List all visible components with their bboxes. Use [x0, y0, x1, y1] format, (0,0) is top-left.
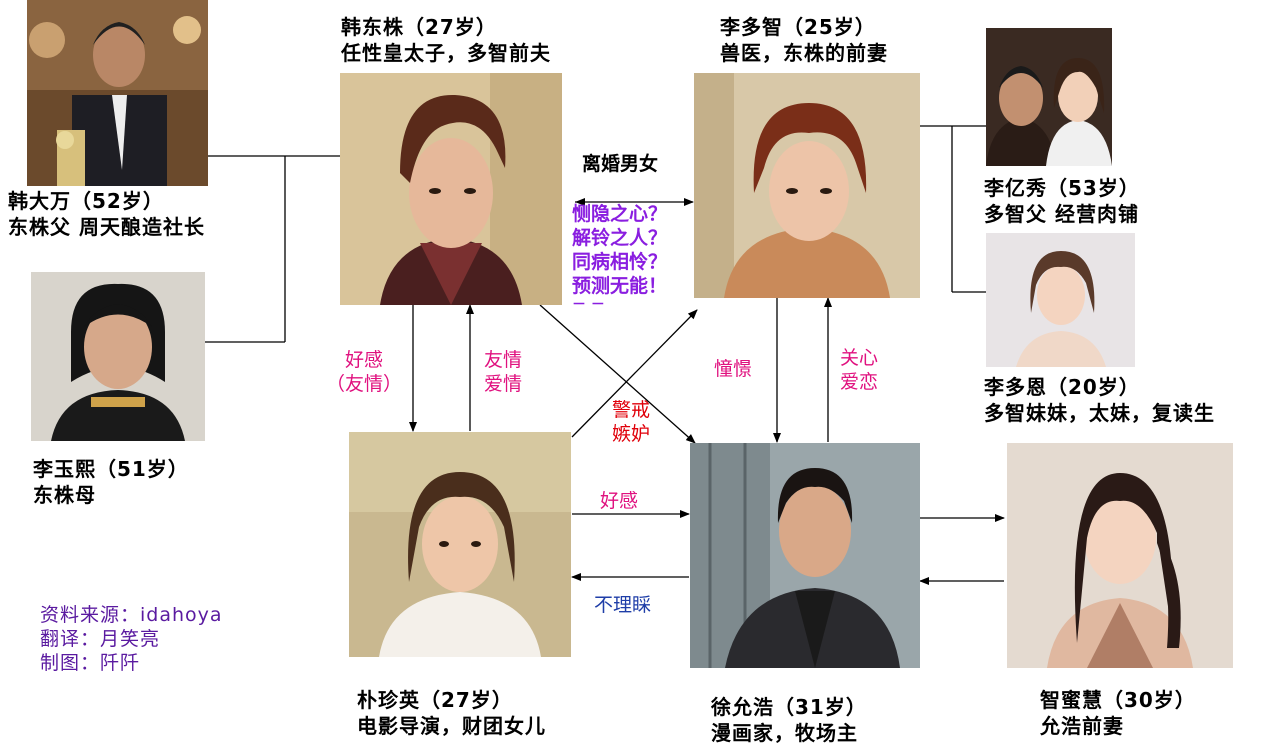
label-friend-love-2: 爱情	[484, 373, 523, 395]
photo-li-duoen	[986, 233, 1135, 367]
caption-li-yuxi: 李玉熙（51岁） 东株母	[33, 456, 189, 508]
label-favor-friend-1: 好感	[345, 349, 384, 371]
caption-zhi-mihui: 智蜜慧（30岁） 允浩前妻	[1040, 687, 1196, 739]
label-q5: － －	[572, 297, 605, 313]
label-favor-friend: 好感 （友情）	[326, 348, 402, 396]
label-care: 关心 爱恋	[840, 346, 878, 394]
desc-li-yixiu: 多智父 经营肉铺	[984, 202, 1139, 226]
label-alert-2: 嫉妒	[612, 423, 651, 445]
photo-piao-zhenying	[349, 432, 571, 657]
label-q4: 预测无能！	[572, 275, 668, 297]
label-q2: 解铃之人？	[572, 227, 668, 249]
credit-translate: 翻译：月笑亮	[40, 628, 161, 650]
name-xu-yunhao: 徐允浩（31岁）	[711, 695, 867, 719]
desc-han-dongzhu: 任性皇太子，多智前夫	[341, 41, 551, 65]
arrow-piao-to-li	[571, 309, 698, 438]
label-ignore: 不理睬	[594, 594, 652, 616]
caption-li-duoen: 李多恩（20岁） 多智妹妹，太妹，复读生	[984, 374, 1215, 426]
caption-han-daman: 韩大万（52岁） 东株父 周天酿造社长	[8, 188, 205, 240]
photo-han-dongzhu	[340, 73, 562, 305]
label-q1: 恻隐之心？	[572, 203, 668, 225]
name-han-dongzhu: 韩东株（27岁）	[341, 15, 497, 39]
desc-li-duoen: 多智妹妹，太妹，复读生	[984, 401, 1215, 425]
desc-li-yuxi: 东株母	[33, 483, 96, 507]
name-li-yixiu: 李亿秀（53岁）	[984, 176, 1140, 200]
label-admire: 憧憬	[714, 358, 753, 380]
name-zhi-mihui: 智蜜慧（30岁）	[1040, 688, 1196, 712]
name-li-duoen: 李多恩（20岁）	[984, 375, 1140, 399]
divorce-arrow-left-head	[575, 198, 585, 206]
label-alert: 警戒 嫉妒	[612, 398, 650, 446]
name-li-duozhi: 李多智（25岁）	[720, 15, 876, 39]
photo-li-yuxi	[31, 272, 205, 441]
desc-piao-zhenying: 电影导演，财团女儿	[357, 714, 546, 738]
credit-source: 资料来源：idahoya	[40, 604, 223, 626]
label-divorce: 离婚男女	[582, 153, 659, 175]
name-li-yuxi: 李玉熙（51岁）	[33, 457, 189, 481]
desc-han-daman: 东株父 周天酿造社长	[8, 215, 205, 239]
caption-li-yixiu: 李亿秀（53岁） 多智父 经营肉铺	[984, 175, 1140, 227]
photo-li-duozhi	[694, 73, 920, 298]
arrow-han-to-xu	[539, 304, 696, 444]
caption-li-duozhi: 李多智（25岁） 兽医，东株的前妻	[720, 14, 888, 66]
caption-han-dongzhu: 韩东株（27岁） 任性皇太子，多智前夫	[341, 14, 551, 66]
label-q3: 同病相怜？	[572, 251, 668, 273]
photo-xu-yunhao	[690, 443, 920, 668]
credit-chart: 制图：阡阡	[40, 652, 141, 674]
label-favor: 好感	[600, 490, 639, 512]
label-care-2: 爱恋	[840, 371, 879, 393]
desc-zhi-mihui: 允浩前妻	[1040, 714, 1124, 738]
caption-xu-yunhao: 徐允浩（31岁） 漫画家，牧场主	[711, 694, 867, 746]
photo-zhi-mihui	[1007, 443, 1233, 668]
label-questions: 恻隐之心？ 解铃之人？ 同病相怜？ 预测无能！ － －	[572, 202, 667, 312]
name-han-daman: 韩大万（52岁）	[8, 189, 164, 213]
label-alert-1: 警戒	[612, 399, 651, 421]
label-friend-love-1: 友情	[484, 349, 523, 371]
label-care-1: 关心	[840, 347, 879, 369]
caption-piao-zhenying: 朴珍英（27岁） 电影导演，财团女儿	[357, 687, 546, 739]
photo-li-yixiu	[986, 28, 1112, 166]
label-favor-friend-2: （友情）	[326, 373, 403, 395]
desc-xu-yunhao: 漫画家，牧场主	[711, 721, 858, 745]
name-piao-zhenying: 朴珍英（27岁）	[357, 688, 513, 712]
label-friend-love: 友情 爱情	[484, 348, 522, 396]
desc-li-duozhi: 兽医，东株的前妻	[720, 41, 888, 65]
photo-han-daman	[27, 0, 208, 186]
